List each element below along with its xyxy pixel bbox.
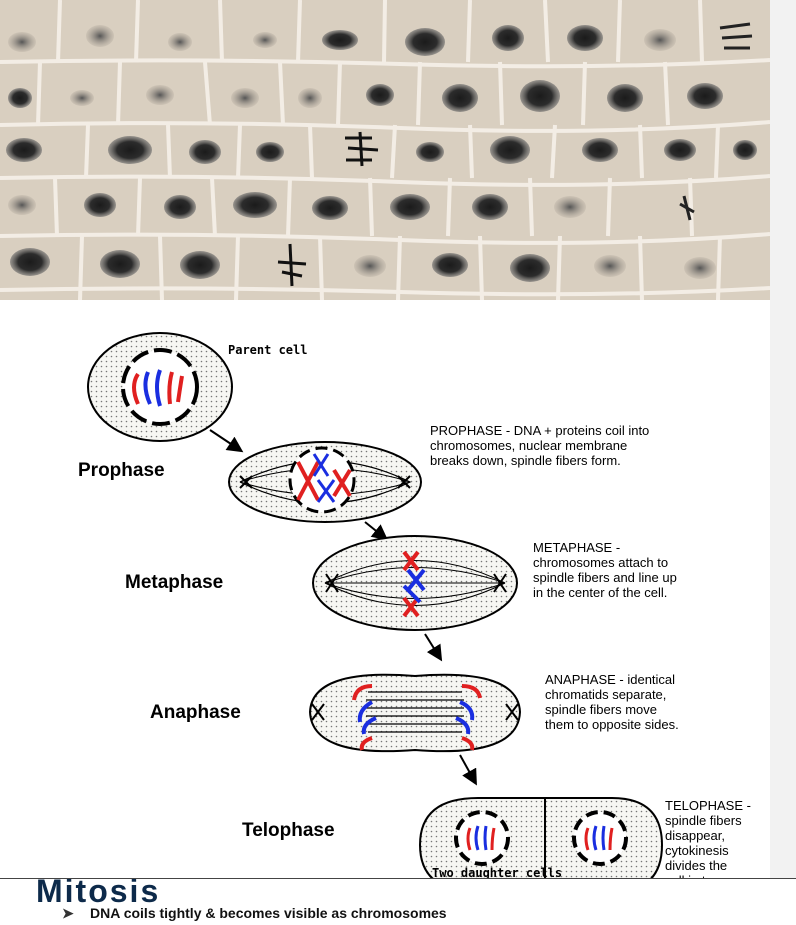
parent-cell-label: Parent cell	[228, 343, 308, 357]
bullet-arrow-icon: ➤	[62, 905, 74, 921]
metaphase-cell	[312, 535, 518, 631]
anaphase-cell	[308, 673, 522, 753]
bullet-text: DNA coils tightly & becomes visible as c…	[90, 905, 447, 921]
metaphase-label: Metaphase	[125, 572, 224, 593]
prophase-cell	[228, 441, 422, 523]
prophase-label: Prophase	[78, 460, 165, 481]
daughter-cells-label: Two daughter cells	[432, 866, 563, 880]
anaphase-description: ANAPHASE - identical chromatids separate…	[545, 672, 679, 732]
slide-heading: Mitosis	[36, 878, 161, 909]
parent-cell	[87, 332, 233, 442]
bullet-item: ➤ DNA coils tightly & becomes visible as …	[62, 905, 447, 922]
telophase-description: TELOPHASE - spindle fibers disappear, cy…	[665, 798, 751, 888]
prophase-description: PROPHASE - DNA + proteins coil into chro…	[430, 423, 650, 468]
metaphase-description: METAPHASE - chromosomes attach to spindl…	[533, 540, 677, 600]
mitosis-diagram: Parent cell Prophase PROPHASE - DNA + pr…	[0, 300, 770, 888]
mitosis-drawing	[87, 332, 664, 880]
anaphase-label: Anaphase	[150, 702, 241, 723]
telophase-label: Telophase	[242, 820, 335, 841]
telophase-cells	[418, 797, 664, 880]
micrograph-photo	[0, 0, 770, 300]
slide-text-area: Mitosis ➤ DNA coils tightly & becomes vis…	[0, 878, 796, 925]
slide-side-margin	[770, 0, 796, 924]
